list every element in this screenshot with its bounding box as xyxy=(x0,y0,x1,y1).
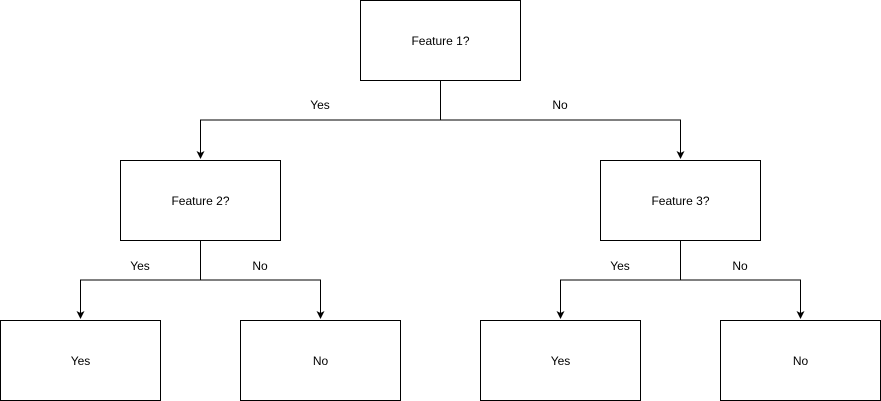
edge-label-root-no: No xyxy=(552,98,568,112)
connector-left-to-leaf-no xyxy=(200,279,325,319)
feature-2-node: Feature 2? xyxy=(120,160,281,241)
feature-3-node: Feature 3? xyxy=(600,160,761,241)
connector-right-to-leaf-yes xyxy=(556,240,681,319)
edge-label-root-yes: Yes xyxy=(310,98,330,112)
leaf-node-left-no-label: No xyxy=(312,353,329,368)
root-node: Feature 1? xyxy=(360,0,521,81)
leaf-node-right-yes: Yes xyxy=(480,320,641,401)
feature-2-node-label: Feature 2? xyxy=(171,193,230,208)
leaf-node-right-yes-label: Yes xyxy=(550,353,571,368)
leaf-node-left-yes: Yes xyxy=(0,320,161,401)
connector-root-to-right xyxy=(440,119,685,159)
edge-label-feature-2-yes: Yes xyxy=(130,259,150,273)
connector-right-to-leaf-no xyxy=(680,279,805,319)
leaf-node-left-yes-label: Yes xyxy=(70,353,91,368)
connector-root-to-left xyxy=(196,80,441,159)
root-node-label: Feature 1? xyxy=(411,33,470,48)
edge-label-feature-3-no: No xyxy=(732,259,748,273)
connector-left-to-leaf-yes xyxy=(76,240,201,319)
leaf-node-right-no: No xyxy=(720,320,881,401)
feature-3-node-label: Feature 3? xyxy=(651,193,710,208)
leaf-node-left-no: No xyxy=(240,320,401,401)
leaf-node-right-no-label: No xyxy=(792,353,809,368)
edge-label-feature-3-yes: Yes xyxy=(610,259,630,273)
edge-label-feature-2-no: No xyxy=(252,259,268,273)
